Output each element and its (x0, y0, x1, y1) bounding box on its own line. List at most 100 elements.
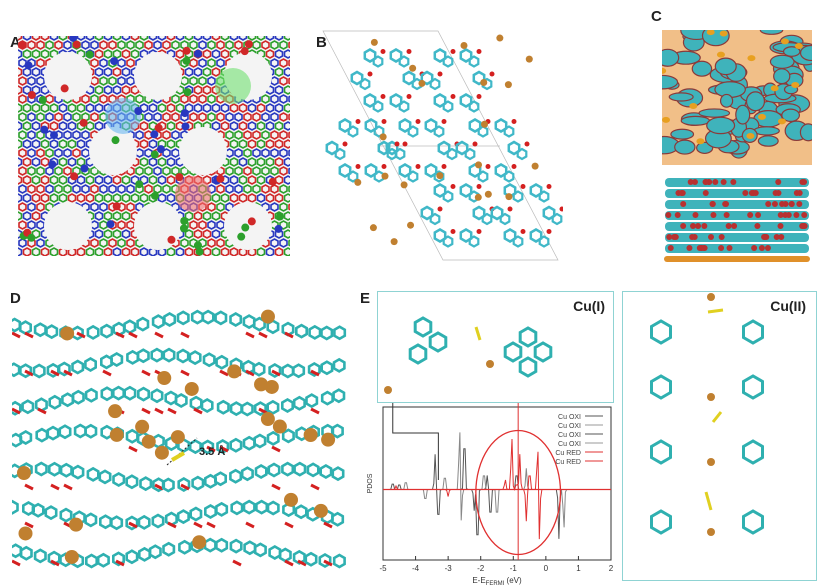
linker-ring (238, 139, 248, 149)
ring (325, 140, 339, 156)
carbonyl (310, 483, 320, 491)
oxygen-atom (742, 190, 749, 196)
oxygen-atom (687, 179, 694, 185)
metal-atom (244, 40, 253, 49)
linker-ring (36, 202, 45, 212)
linker-ring (49, 247, 59, 256)
linker-ring (45, 166, 54, 176)
ring (364, 118, 378, 133)
carbonyl (245, 521, 255, 529)
ring (542, 205, 556, 221)
ring (459, 228, 473, 243)
linker-ring (202, 211, 212, 221)
linker-ring (270, 184, 279, 194)
linker-ring (49, 103, 59, 113)
ring (294, 504, 308, 520)
surface-blob (759, 30, 784, 35)
linker-ring (58, 103, 68, 113)
linker-ring (27, 76, 36, 86)
legend-label: Cu OXI (558, 423, 581, 430)
ring (281, 461, 295, 477)
linker-ring (31, 247, 41, 256)
ring (86, 466, 100, 482)
linker-ring (76, 193, 86, 203)
sulfate (711, 411, 723, 423)
oxygen-atom (777, 212, 784, 218)
linker-ring (103, 247, 113, 256)
linker-ring (238, 175, 248, 185)
linker-ring (207, 112, 216, 122)
linker-ring (31, 67, 41, 77)
linker-ring (40, 193, 50, 203)
copper-atom (409, 64, 417, 72)
oxygen-atom (437, 206, 443, 212)
ring (112, 471, 126, 488)
copper-atom (496, 34, 504, 42)
linker-ring (90, 184, 99, 194)
oxygen-atom (520, 183, 526, 189)
linker-ring (99, 94, 108, 104)
linker-ring (279, 112, 288, 122)
linker-ring (261, 130, 270, 140)
carbonyl (219, 445, 229, 453)
panel-label-e: E (360, 290, 371, 307)
ring (282, 502, 296, 518)
ring (408, 343, 428, 365)
linker-ring (274, 175, 284, 185)
linker-ring (252, 40, 261, 50)
linker-ring (117, 238, 126, 248)
copper-atom (460, 42, 468, 50)
copper-atom (475, 161, 483, 169)
linker-ring (31, 139, 41, 149)
linker-ring (36, 220, 45, 230)
carbonyl (50, 369, 60, 377)
oxygen-atom (747, 212, 754, 218)
linker-ring (148, 36, 158, 41)
linker-ring (31, 211, 41, 221)
ring (347, 125, 359, 138)
linker-ring (139, 139, 149, 149)
oxygen-atom (671, 234, 678, 240)
distance-line (166, 437, 198, 466)
metal-atom (18, 40, 26, 49)
linker-ring (238, 157, 248, 167)
linker-ring (198, 58, 207, 68)
ring (58, 424, 72, 440)
metal-atom (195, 247, 204, 256)
linker-ring (144, 112, 153, 122)
carbonyl (102, 369, 112, 377)
linker-ring (283, 67, 290, 77)
linker-ring (243, 148, 252, 158)
surface-blob (691, 60, 713, 77)
linker-ring (31, 193, 41, 203)
linker-ring (58, 157, 68, 167)
metal-atom (72, 40, 81, 49)
surface-blob (674, 139, 696, 155)
metal-atom (240, 47, 249, 56)
linker-ring (229, 36, 239, 41)
linker-ring (274, 247, 284, 256)
copper-atom (381, 172, 389, 180)
linker-ring (31, 85, 41, 95)
metal-atom (182, 56, 191, 65)
linker-ring (216, 202, 225, 212)
linker-ring (139, 157, 149, 167)
linker-ring (63, 40, 72, 50)
highlight-blue (105, 98, 141, 134)
ring (253, 401, 267, 417)
metal-atom (183, 88, 192, 97)
ring (99, 514, 112, 530)
linker-ring (288, 203, 290, 211)
linker-ring (225, 130, 234, 140)
ring (215, 354, 229, 370)
linker-ring (207, 40, 216, 50)
linker-ring (18, 202, 27, 212)
ring (433, 170, 445, 183)
copper-atom (505, 193, 513, 201)
linker-ring (81, 94, 90, 104)
copper-atom (313, 503, 328, 518)
copper-atom (264, 379, 279, 394)
linker-ring (256, 247, 266, 256)
oxygen-atom (450, 229, 456, 235)
linker-ring (45, 40, 54, 50)
